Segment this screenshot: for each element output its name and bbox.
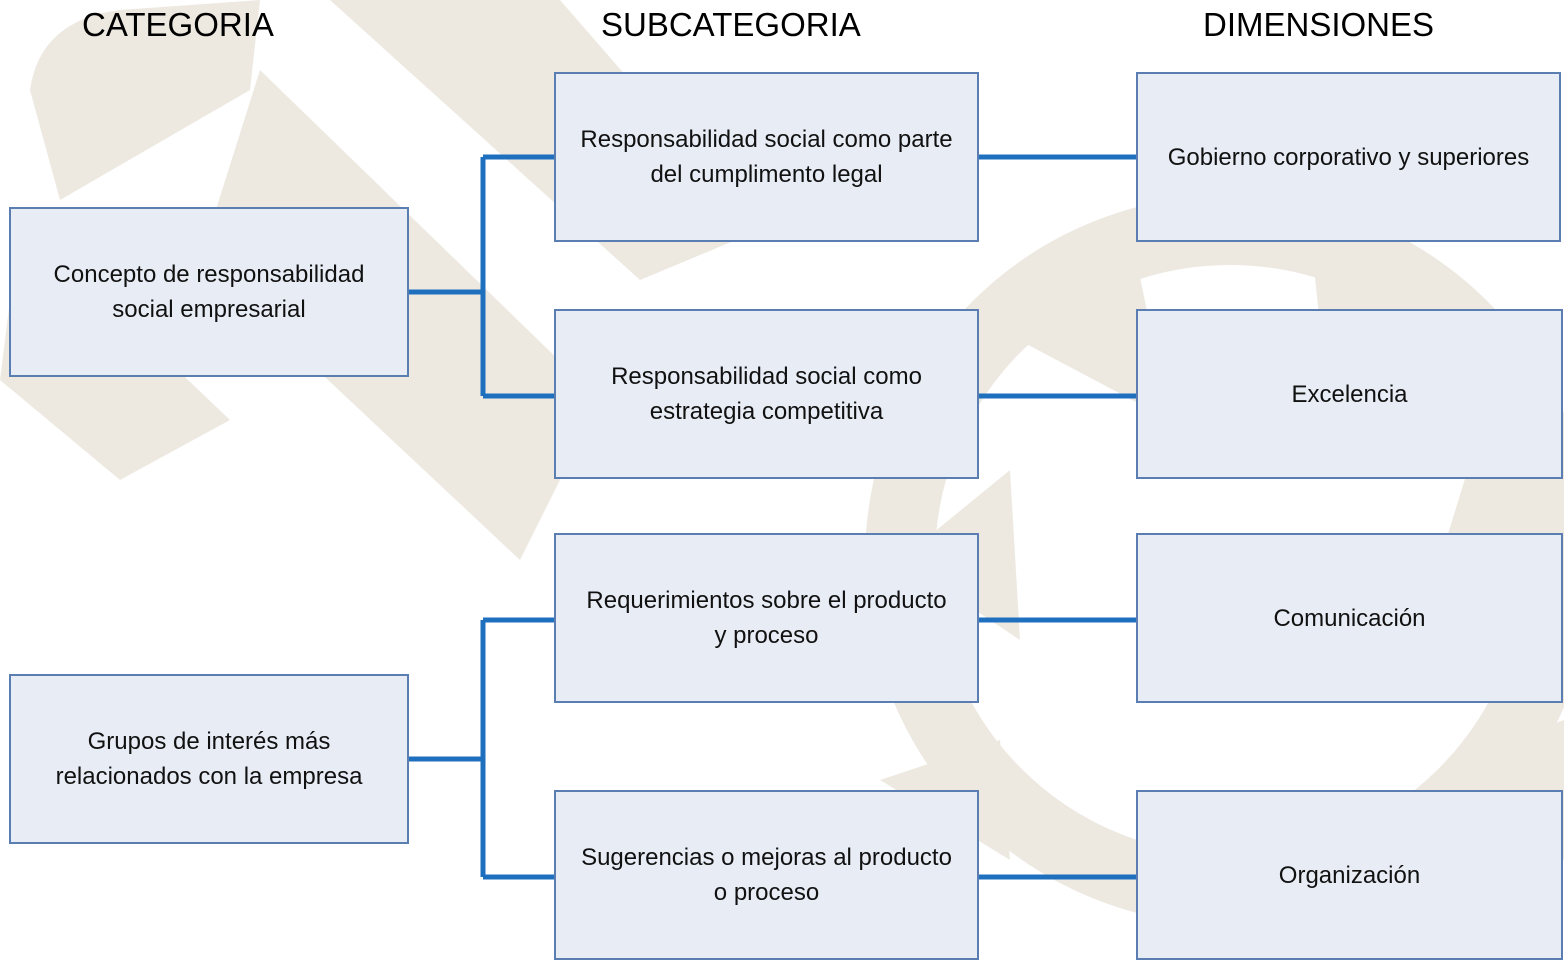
dimension-label: Excelencia bbox=[1291, 380, 1408, 408]
subcategory-box-2: Responsabilidad social como estrategia c… bbox=[554, 309, 979, 479]
category-label: Concepto de responsabilidad social empre… bbox=[53, 261, 365, 323]
dimension-label: Comunicación bbox=[1273, 604, 1426, 632]
subcategory-box-4: Sugerencias o mejoras al producto o proc… bbox=[554, 790, 979, 960]
subcategory-label: Responsabilidad social como estrategia c… bbox=[611, 363, 922, 425]
dimension-label: Organización bbox=[1278, 861, 1421, 889]
header-dimensions: DIMENSIONES bbox=[1203, 6, 1435, 43]
header-category: CATEGORIA bbox=[82, 6, 274, 43]
category-label: Grupos de interés más relacionados con l… bbox=[55, 728, 363, 790]
subcategory-label: Requerimientos sobre el producto y proce… bbox=[586, 587, 947, 649]
connector-category-1 bbox=[409, 154, 556, 399]
dimension-label: Gobierno corporativo y superiores bbox=[1167, 143, 1530, 171]
dimension-box-4: Organización bbox=[1136, 790, 1563, 960]
connector-category-2 bbox=[409, 617, 556, 880]
dimension-box-3: Comunicación bbox=[1136, 533, 1563, 703]
category-box-1: Concepto de responsabilidad social empre… bbox=[9, 207, 409, 377]
subcategory-label: Sugerencias o mejoras al producto o proc… bbox=[581, 844, 952, 906]
subcategory-box-1: Responsabilidad social como parte del cu… bbox=[554, 72, 979, 242]
subcategory-label: Responsabilidad social como parte del cu… bbox=[580, 126, 953, 188]
category-box-2: Grupos de interés más relacionados con l… bbox=[9, 674, 409, 844]
dimension-box-2: Excelencia bbox=[1136, 309, 1563, 479]
dimension-box-1: Gobierno corporativo y superiores bbox=[1136, 72, 1561, 242]
header-subcategory: SUBCATEGORIA bbox=[601, 6, 861, 43]
subcategory-box-3: Requerimientos sobre el producto y proce… bbox=[554, 533, 979, 703]
